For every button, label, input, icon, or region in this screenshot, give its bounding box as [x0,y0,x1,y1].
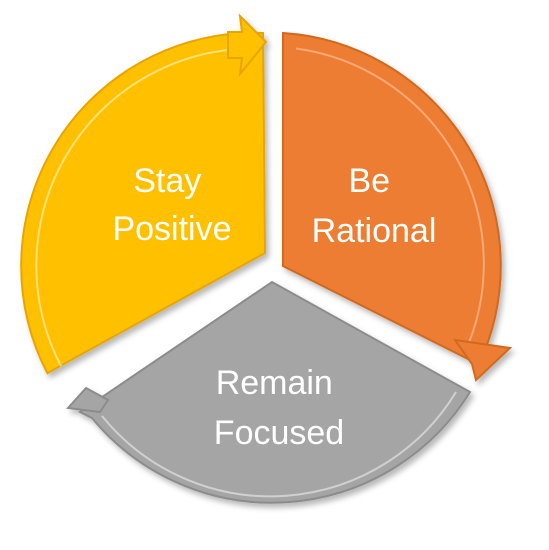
remain-focused-label: Remain Focused [214,364,344,452]
remain-focused-arrow-icon [65,386,110,414]
stay-positive-label: Stay Positive [112,162,231,248]
be-rational-label: Be Rational [312,162,437,250]
segment-stay-positive: Stay Positive [20,13,268,375]
segment-be-rational-shape [282,31,502,368]
segment-remain-focused: Remain Focused [65,280,472,504]
segment-be-rational-rim [295,47,485,353]
segment-remain-focused-shape [78,280,472,504]
segment-remain-focused-rim [101,391,457,498]
segment-be-rational: Be Rational [282,31,513,382]
stay-positive-arrow-icon [227,13,268,78]
segment-stay-positive-rim [35,47,249,367]
segment-stay-positive-shape [20,31,267,375]
be-rational-arrow-icon [452,338,513,382]
